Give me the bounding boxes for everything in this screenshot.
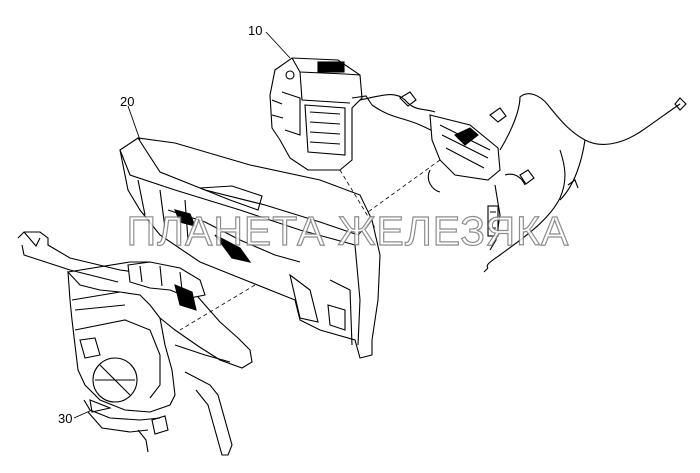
wiring-harness [359,91,687,273]
air-duct-assembly-part-30 [17,231,253,456]
alignment-lines [179,159,441,331]
dashboard-panel-part-20 [119,137,381,359]
callout-leaders [73,31,291,419]
callout-number-10: 10 [248,23,263,38]
callout-number-20: 20 [120,94,135,109]
heater-unit-part-10 [269,57,373,171]
callout-number-30: 30 [58,411,73,426]
